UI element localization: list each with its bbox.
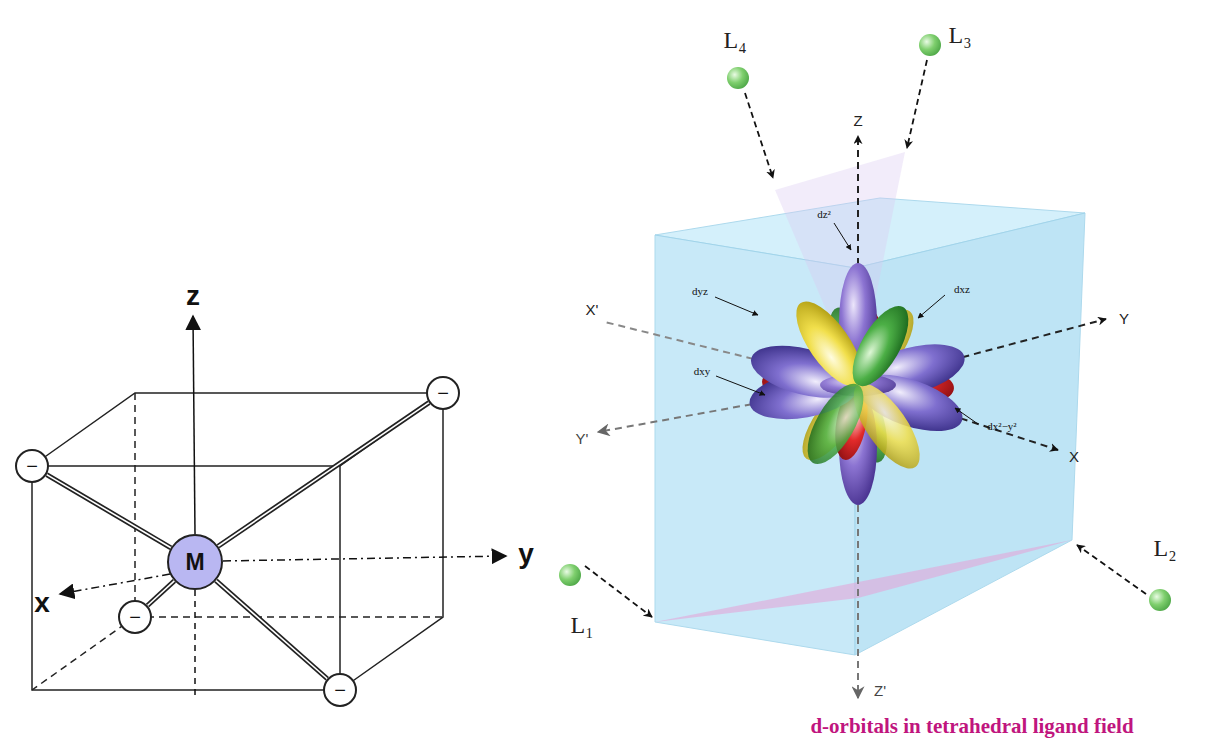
bond-outline (148, 581, 175, 606)
charge-text: − (26, 456, 38, 476)
ligand-charge: − (426, 376, 460, 410)
bond-line (47, 475, 171, 548)
orbital-label: dz² (817, 209, 831, 220)
axis-lines (598, 136, 1106, 698)
bond-line (216, 581, 327, 679)
cube-outline (32, 393, 443, 690)
axis-label: z (186, 282, 200, 310)
charge-text: M (185, 551, 204, 574)
bond-line (148, 581, 175, 606)
bond-outline (218, 403, 429, 547)
bond-core (148, 581, 175, 606)
axis-lines (60, 316, 506, 700)
ligand-sphere: L₃ (919, 34, 941, 56)
orbital-label: dxy (694, 366, 711, 377)
metal-ion: M (167, 534, 223, 590)
bond-core (216, 581, 327, 679)
charge-text: − (334, 680, 346, 700)
ligand-label: L₂ (1153, 536, 1176, 560)
cube-faces (655, 152, 1085, 655)
charge-text: − (437, 383, 449, 403)
ligand-charge: − (118, 600, 152, 634)
d-orbitals (746, 263, 971, 505)
axis-label: Y' (576, 431, 589, 446)
figure-caption: d-orbitals in tetrahedral ligand field (810, 716, 1133, 737)
leader-lines (715, 223, 978, 424)
ligand-label: L₃ (948, 23, 971, 47)
ligand-label: L₁ (570, 613, 593, 637)
bond-outline (47, 475, 171, 548)
ligand-sphere: L₂ (1149, 589, 1171, 611)
axis-label: x (34, 589, 50, 617)
orbital-label: dx²−y² (987, 421, 1016, 432)
ligand-approach-arrows (585, 60, 1146, 617)
ligand-sphere: L₁ (559, 564, 581, 586)
axis-label: Y (1119, 311, 1129, 326)
axis-label: Z' (874, 683, 886, 698)
axis-label: y (518, 540, 534, 568)
charge-text: − (129, 607, 141, 627)
orbital-label: dyz (692, 286, 708, 297)
bond-outline (216, 581, 327, 679)
ligand-charge: − (15, 449, 49, 483)
bond-core (218, 403, 429, 547)
ligand-sphere: L₄ (727, 67, 749, 89)
bond-core (47, 475, 171, 548)
ligand-label: L₄ (723, 28, 746, 52)
axis-label: X' (586, 302, 599, 317)
orbital-label: dxz (954, 284, 970, 295)
axis-label: Z (853, 113, 862, 128)
bond-line (218, 403, 429, 547)
ligand-charge: − (323, 673, 357, 707)
axis-label: X (1069, 449, 1079, 464)
